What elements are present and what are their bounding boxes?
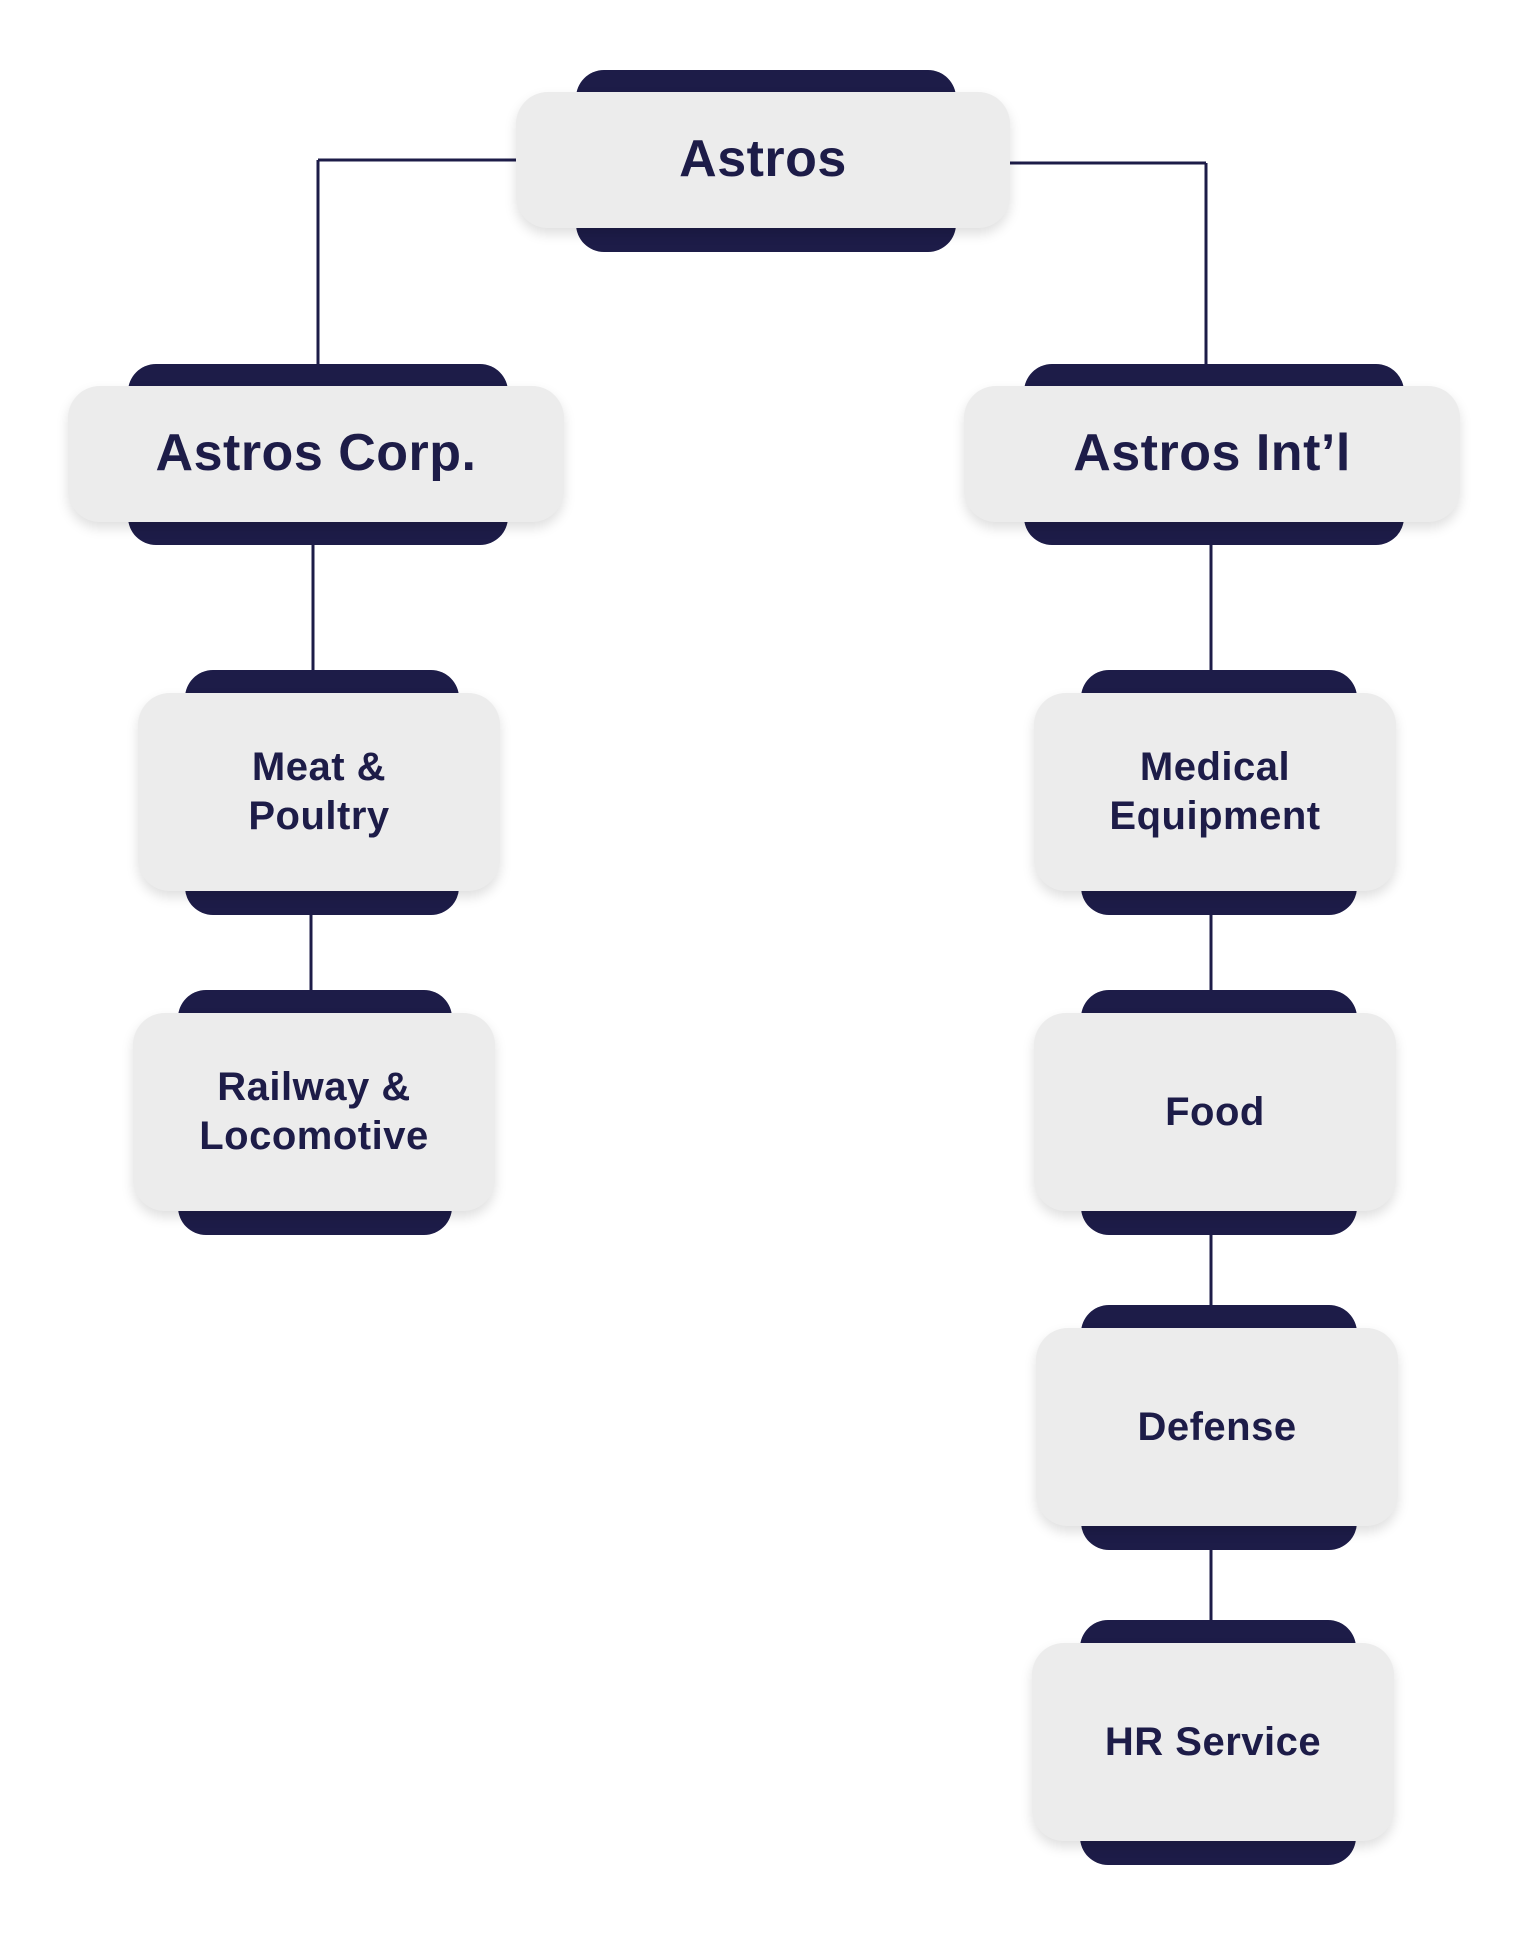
node-label: Defense [1137, 1404, 1297, 1449]
node-card: HR Service [1032, 1643, 1394, 1841]
node-card: Astros Corp. [68, 386, 564, 522]
node-label: Astros Int’l [1073, 424, 1351, 483]
node-astros-corp: Astros Corp. [68, 364, 564, 545]
node-medical-equipment: Medical Equipment [1034, 670, 1396, 915]
node-food: Food [1034, 990, 1396, 1235]
node-label: Astros Corp. [155, 424, 477, 483]
node-label: Medical Equipment [1109, 745, 1321, 838]
node-label: HR Service [1104, 1719, 1322, 1764]
node-card: Meat & Poultry [138, 693, 500, 891]
node-meat-poultry: Meat & Poultry [138, 670, 500, 915]
node-label: Meat & Poultry [248, 745, 390, 838]
node-card: Railway & Locomotive [133, 1013, 495, 1211]
node-card: Food [1034, 1013, 1396, 1211]
node-card: Astros Int’l [964, 386, 1460, 522]
node-railway-locomotive: Railway & Locomotive [133, 990, 495, 1235]
node-label: Food [1165, 1089, 1265, 1134]
node-defense: Defense [1036, 1305, 1398, 1550]
node-card: Astros [516, 92, 1010, 228]
node-astros-intl: Astros Int’l [964, 364, 1460, 545]
node-label: Astros [679, 130, 847, 189]
node-astros: Astros [516, 70, 1010, 252]
node-hr-service: HR Service [1032, 1620, 1394, 1865]
node-card: Medical Equipment [1034, 693, 1396, 891]
node-label: Railway & Locomotive [199, 1065, 429, 1158]
node-card: Defense [1036, 1328, 1398, 1526]
